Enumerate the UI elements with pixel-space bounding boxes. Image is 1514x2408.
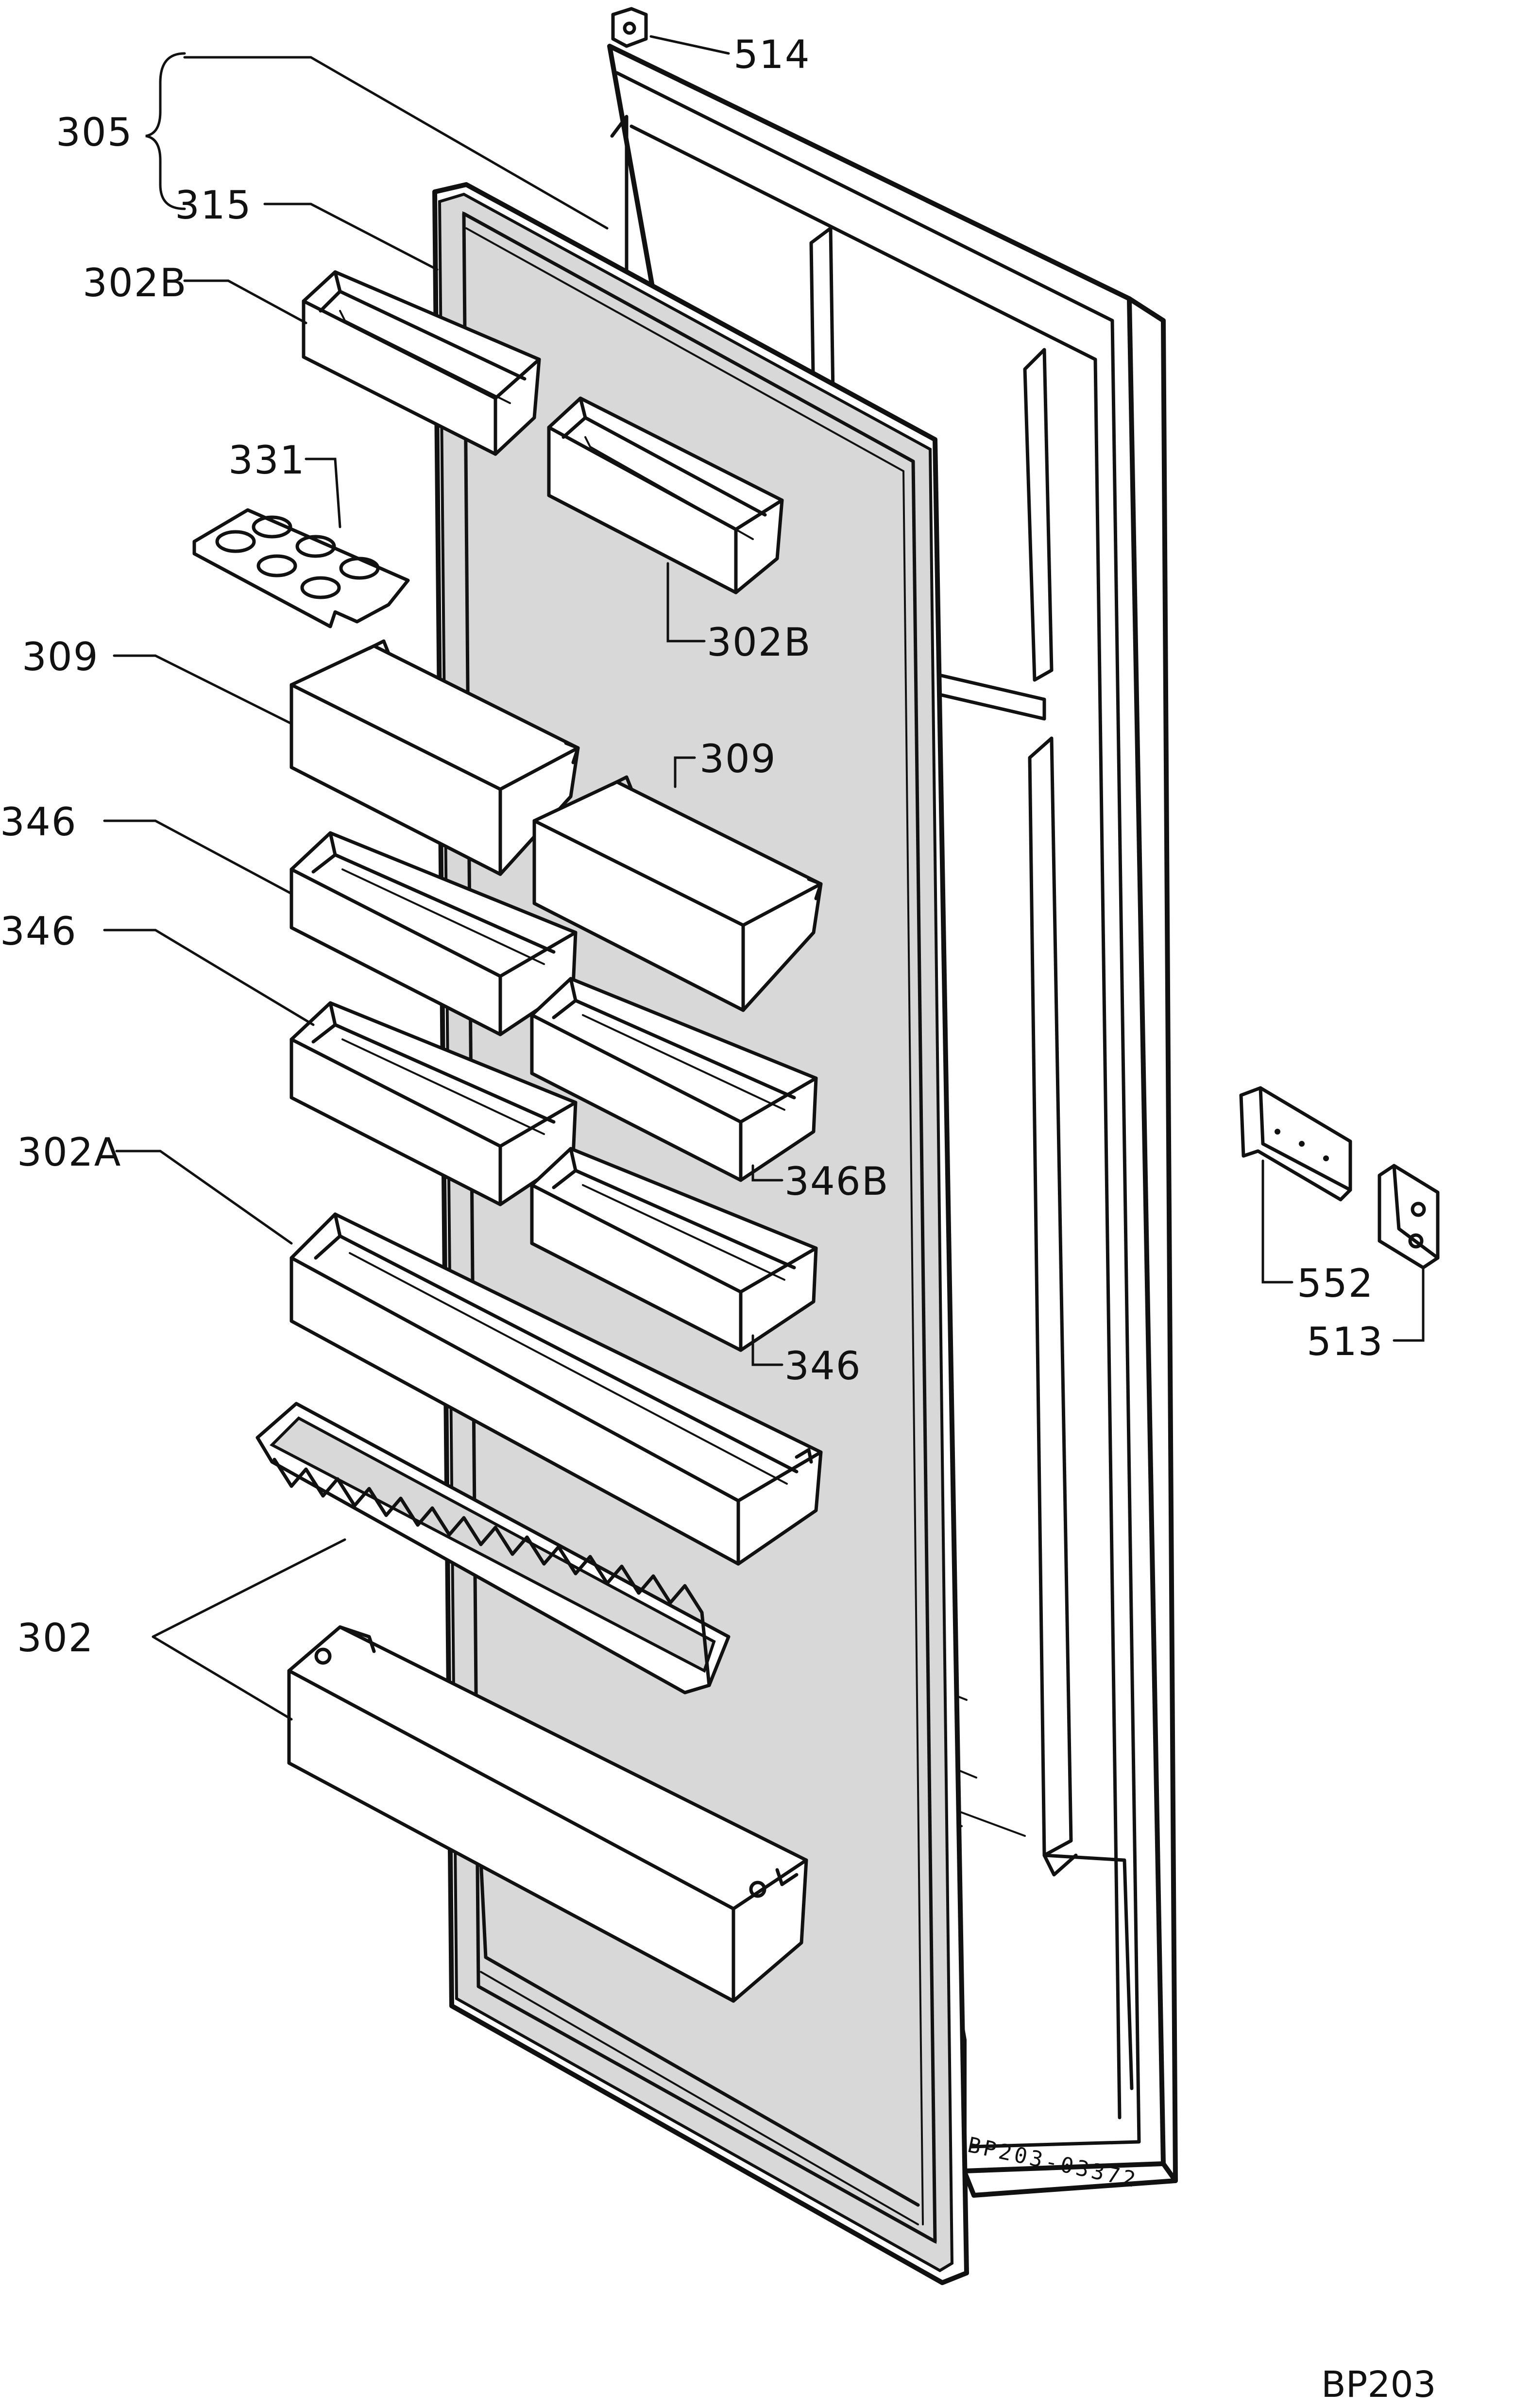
label-315: 315 (175, 183, 252, 228)
bin-346-upper-left (289, 831, 578, 1036)
covered-box-309-left (289, 639, 580, 876)
bottle-retainer-strip (255, 1402, 731, 1695)
label-302B-top: 302B (83, 260, 187, 305)
label-305: 305 (56, 110, 133, 155)
label-552: 552 (1297, 1261, 1374, 1306)
long-bin-302A (289, 1212, 823, 1566)
label-331: 331 (228, 438, 306, 483)
bottom-bin-302 (287, 1625, 808, 2003)
bracket-513 (1378, 1164, 1440, 1270)
label-514: 514 (733, 32, 811, 77)
label-309-left: 309 (22, 634, 99, 679)
hinge-cover-552 (1239, 1086, 1352, 1202)
label-302: 302 (17, 1615, 94, 1661)
label-309-right: 309 (699, 736, 777, 781)
label-302A: 302A (17, 1130, 121, 1175)
covered-box-309-right (532, 775, 823, 1012)
top-hinge-bracket (611, 7, 648, 48)
egg-tray-331 (192, 508, 410, 628)
bin-302B-middle (547, 396, 784, 594)
label-346B: 346B (784, 1159, 889, 1204)
bin-346B (530, 977, 818, 1182)
label-346-b: 346 (0, 909, 77, 954)
label-346-c: 346 (784, 1343, 862, 1389)
label-302B-mid: 302B (707, 620, 812, 665)
corner-code: BP203 (1321, 2364, 1436, 2406)
bin-346-lower-right (530, 1147, 818, 1352)
label-513: 513 (1307, 1319, 1384, 1364)
label-346-a: 346 (0, 799, 77, 845)
leader-lines (103, 35, 1425, 1721)
bin-302B-top (302, 270, 541, 456)
